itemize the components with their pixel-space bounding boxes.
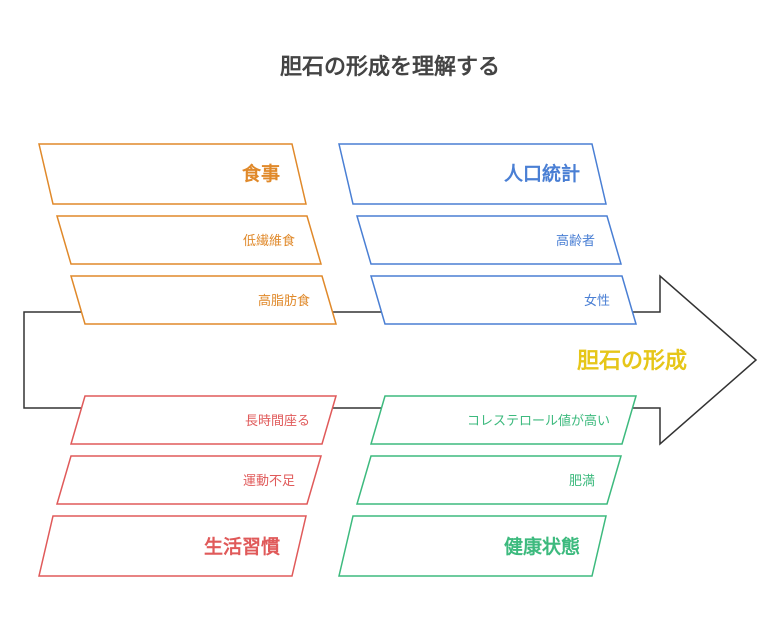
lifestyle-item-label: 運動不足 xyxy=(243,474,295,489)
diet-header-label: 食事 xyxy=(242,162,280,185)
diet-item-box xyxy=(70,275,337,325)
health-item-label: コレステロール値が高い xyxy=(467,413,610,429)
diet-item-label: 低繊維食 xyxy=(243,233,295,249)
health-item-box xyxy=(370,395,637,445)
demographics-header-label: 人口統計 xyxy=(504,162,580,185)
lifestyle-item-box xyxy=(56,455,322,505)
lifestyle-header-box xyxy=(38,515,307,577)
diagram-title: 胆石の形成を理解する xyxy=(280,54,500,80)
category-health: コレステロール値が高い 肥満 健康状態 xyxy=(338,395,637,577)
demographics-item-label: 女性 xyxy=(584,293,610,309)
diet-item-box xyxy=(56,215,322,265)
category-diet: 食事 低繊維食 高脂肪食 xyxy=(38,143,337,325)
health-header-box xyxy=(338,515,607,577)
diet-item-label: 高脂肪食 xyxy=(258,293,310,309)
demographics-item-box xyxy=(356,215,622,265)
category-demographics: 人口統計 高齢者 女性 xyxy=(338,143,637,325)
demographics-header-box xyxy=(338,143,607,205)
lifestyle-item-label: 長時間座る xyxy=(245,414,310,429)
demographics-item-label: 高齢者 xyxy=(556,233,595,249)
center-label: 胆石の形成 xyxy=(577,349,687,374)
category-lifestyle: 長時間座る 運動不足 生活習慣 xyxy=(38,395,337,577)
lifestyle-item-box xyxy=(70,395,337,445)
health-item-label: 肥満 xyxy=(569,474,595,489)
health-header-label: 健康状態 xyxy=(504,535,580,558)
health-item-box xyxy=(356,455,622,505)
demographics-item-box xyxy=(370,275,637,325)
lifestyle-header-label: 生活習慣 xyxy=(204,535,280,558)
diet-header-box xyxy=(38,143,307,205)
